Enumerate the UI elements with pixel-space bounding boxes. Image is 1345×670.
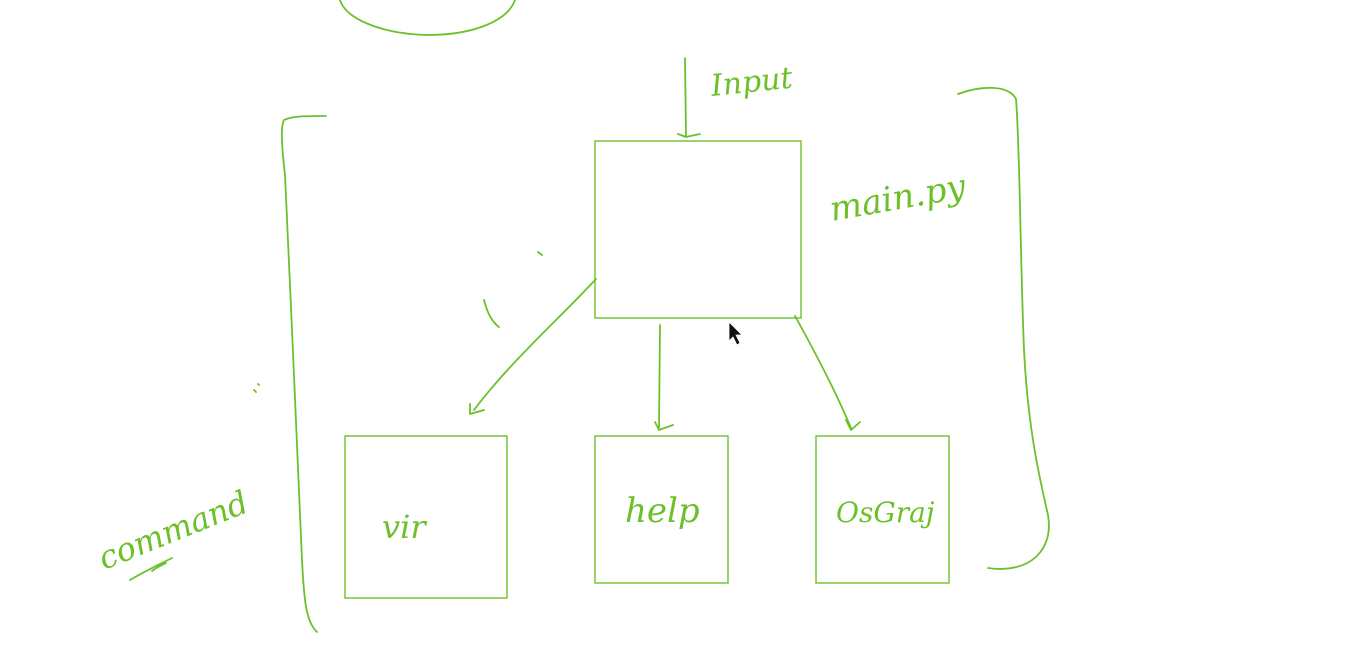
right-box-label: OsGraj [836, 496, 935, 529]
command-underline [129, 557, 173, 581]
command-label: command [93, 483, 254, 577]
right-bracket [957, 86, 1050, 570]
input-arrow [677, 57, 701, 138]
input-label: Input [708, 61, 795, 105]
left-child-box [344, 435, 508, 599]
left-box-label: vir [382, 508, 427, 546]
right-child-box [815, 435, 950, 584]
mouse-pointer-icon [728, 321, 743, 346]
stray-mark-1 [483, 299, 500, 328]
top-ellipse-fragment [339, 0, 516, 36]
stray-mark-2 [537, 251, 543, 256]
arrow-to-right-box [794, 315, 861, 431]
left-bracket [280, 115, 327, 633]
arrow-to-left-box [469, 278, 597, 415]
middle-child-box [594, 435, 729, 584]
middle-box-label: help [625, 491, 700, 531]
main-box [594, 140, 802, 319]
main-label: main.py [827, 167, 970, 230]
arrow-to-middle-box [654, 324, 674, 431]
stray-mark-3 [253, 383, 260, 393]
